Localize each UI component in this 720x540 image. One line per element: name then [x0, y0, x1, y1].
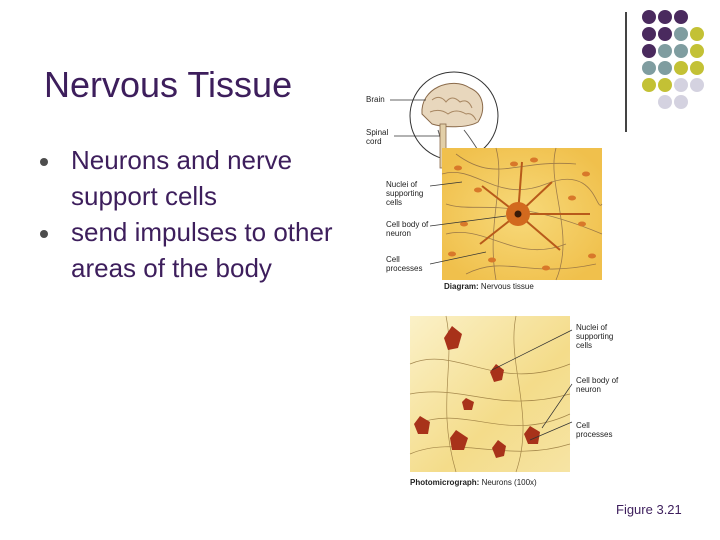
- figure-reference: Figure 3.21: [616, 502, 682, 517]
- bullet-item: Neurons and nerve support cells: [40, 142, 340, 214]
- label-diagram-processes: Cell processes: [386, 255, 423, 273]
- label-photo-processes: Cell processes: [576, 421, 613, 439]
- diagram-caption: Diagram: Nervous tissue: [444, 282, 534, 291]
- diagram-tissue: [441, 147, 603, 281]
- bullet-dot-icon: [40, 230, 48, 238]
- photomicrograph-image: [409, 315, 571, 473]
- head-brain-illustration: [409, 71, 499, 169]
- label-diagram-cell-body: Cell body of neuron: [386, 220, 429, 238]
- bullet-item: send impulses to other areas of the body: [40, 214, 340, 286]
- label-photo-cell-body: Cell body of neuron: [576, 376, 619, 394]
- slide-title: Nervous Tissue: [44, 64, 293, 105]
- decorative-dot-grid: [636, 10, 720, 120]
- label-photo-nuclei: Nuclei of supporting cells: [576, 323, 614, 350]
- photo-caption: Photomicrograph: Neurons (100x): [410, 478, 537, 487]
- corner-divider-vertical: [625, 12, 627, 132]
- label-brain: Brain: [366, 95, 385, 104]
- label-spinal-cord: Spinal cord: [366, 128, 389, 146]
- bullet-dot-icon: [40, 158, 48, 166]
- nervous-tissue-figure: Brain Spinal cord Nuclei of supporting c…: [346, 64, 636, 494]
- bullet-list: Neurons and nerve support cells send imp…: [40, 142, 340, 286]
- figure-illustration: [390, 71, 603, 473]
- label-diagram-nuclei: Nuclei of supporting cells: [386, 180, 424, 207]
